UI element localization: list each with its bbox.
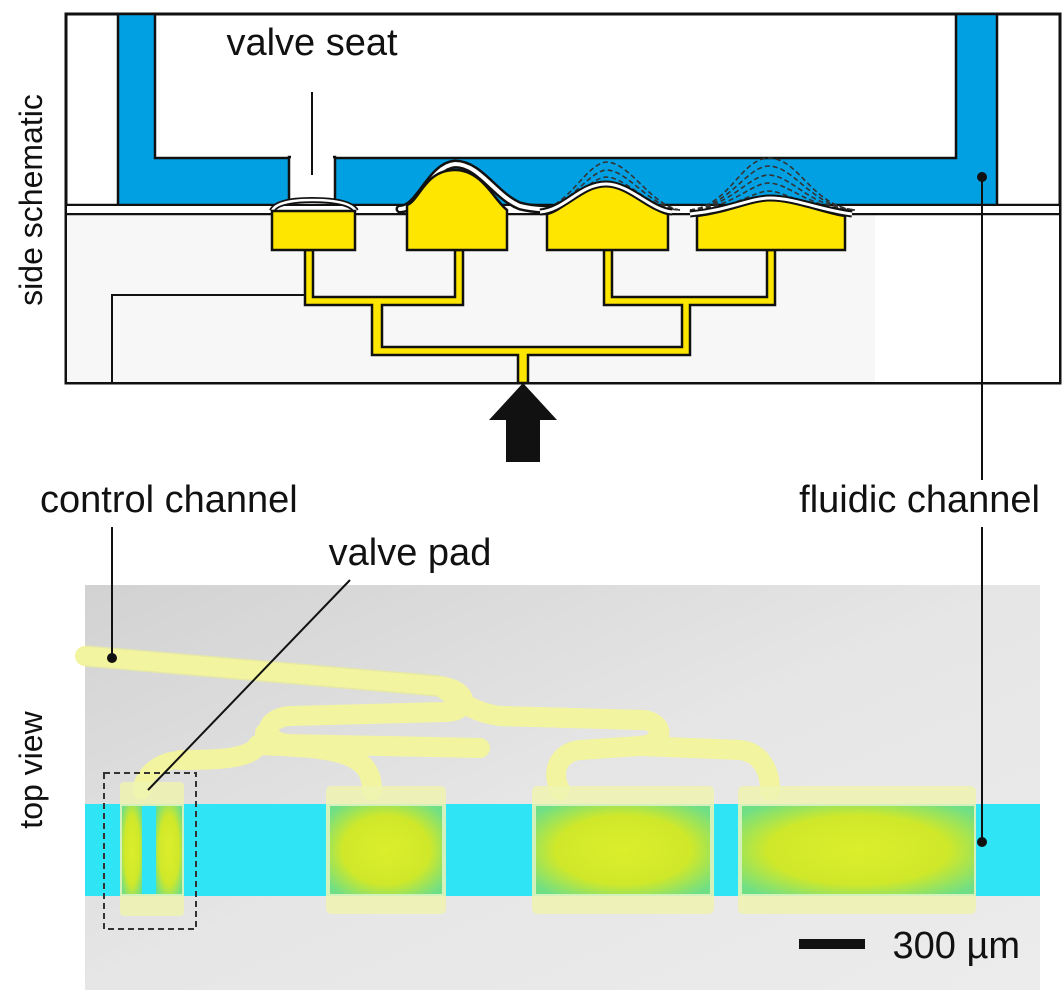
photo-pad-1-right <box>156 806 182 894</box>
valve-pad-label: valve pad <box>329 532 492 574</box>
photo-pad-1-gap <box>142 806 156 894</box>
valve-seat-label: valve seat <box>226 22 398 64</box>
control-channel-layer <box>270 168 847 385</box>
valve-pad-1 <box>270 209 357 252</box>
membrane-over-valve3-inner <box>539 182 673 214</box>
control-channel-label: control channel <box>40 479 298 521</box>
leader-control-dot <box>107 653 117 663</box>
photo-pad-4-core <box>742 806 974 894</box>
leader-fluidic-photo-dot <box>977 837 987 847</box>
photo-pad-1-left <box>122 806 142 894</box>
photo-valve-pads <box>120 782 976 916</box>
seat-membrane-inner <box>270 198 358 212</box>
photo-pad-2-core <box>330 806 442 894</box>
leader-control-schematic <box>111 294 305 383</box>
valve-pad-2 <box>405 168 509 252</box>
fluidic-channel-label: fluidic channel <box>799 479 1040 521</box>
valve-pad-highlight-box <box>103 772 197 930</box>
photo-control-network <box>75 646 780 800</box>
side-schematic-label: side schematic <box>13 94 49 306</box>
photo-pad-3-core <box>536 806 710 894</box>
side-schematic-panel: side schematic valve seat <box>13 12 1062 480</box>
photo-control-edges <box>84 645 441 697</box>
top-view-label: top view <box>13 710 49 828</box>
scale-bar-label: 300 µm <box>892 925 1020 967</box>
up-arrow-icon <box>489 383 557 462</box>
scale-bar <box>799 939 865 949</box>
substrate-right-white <box>875 214 1059 382</box>
top-view-panel: 300 µm top view <box>13 585 1040 990</box>
leader-valve-pad <box>147 579 351 791</box>
membrane-over-valve4-inner <box>689 196 853 216</box>
